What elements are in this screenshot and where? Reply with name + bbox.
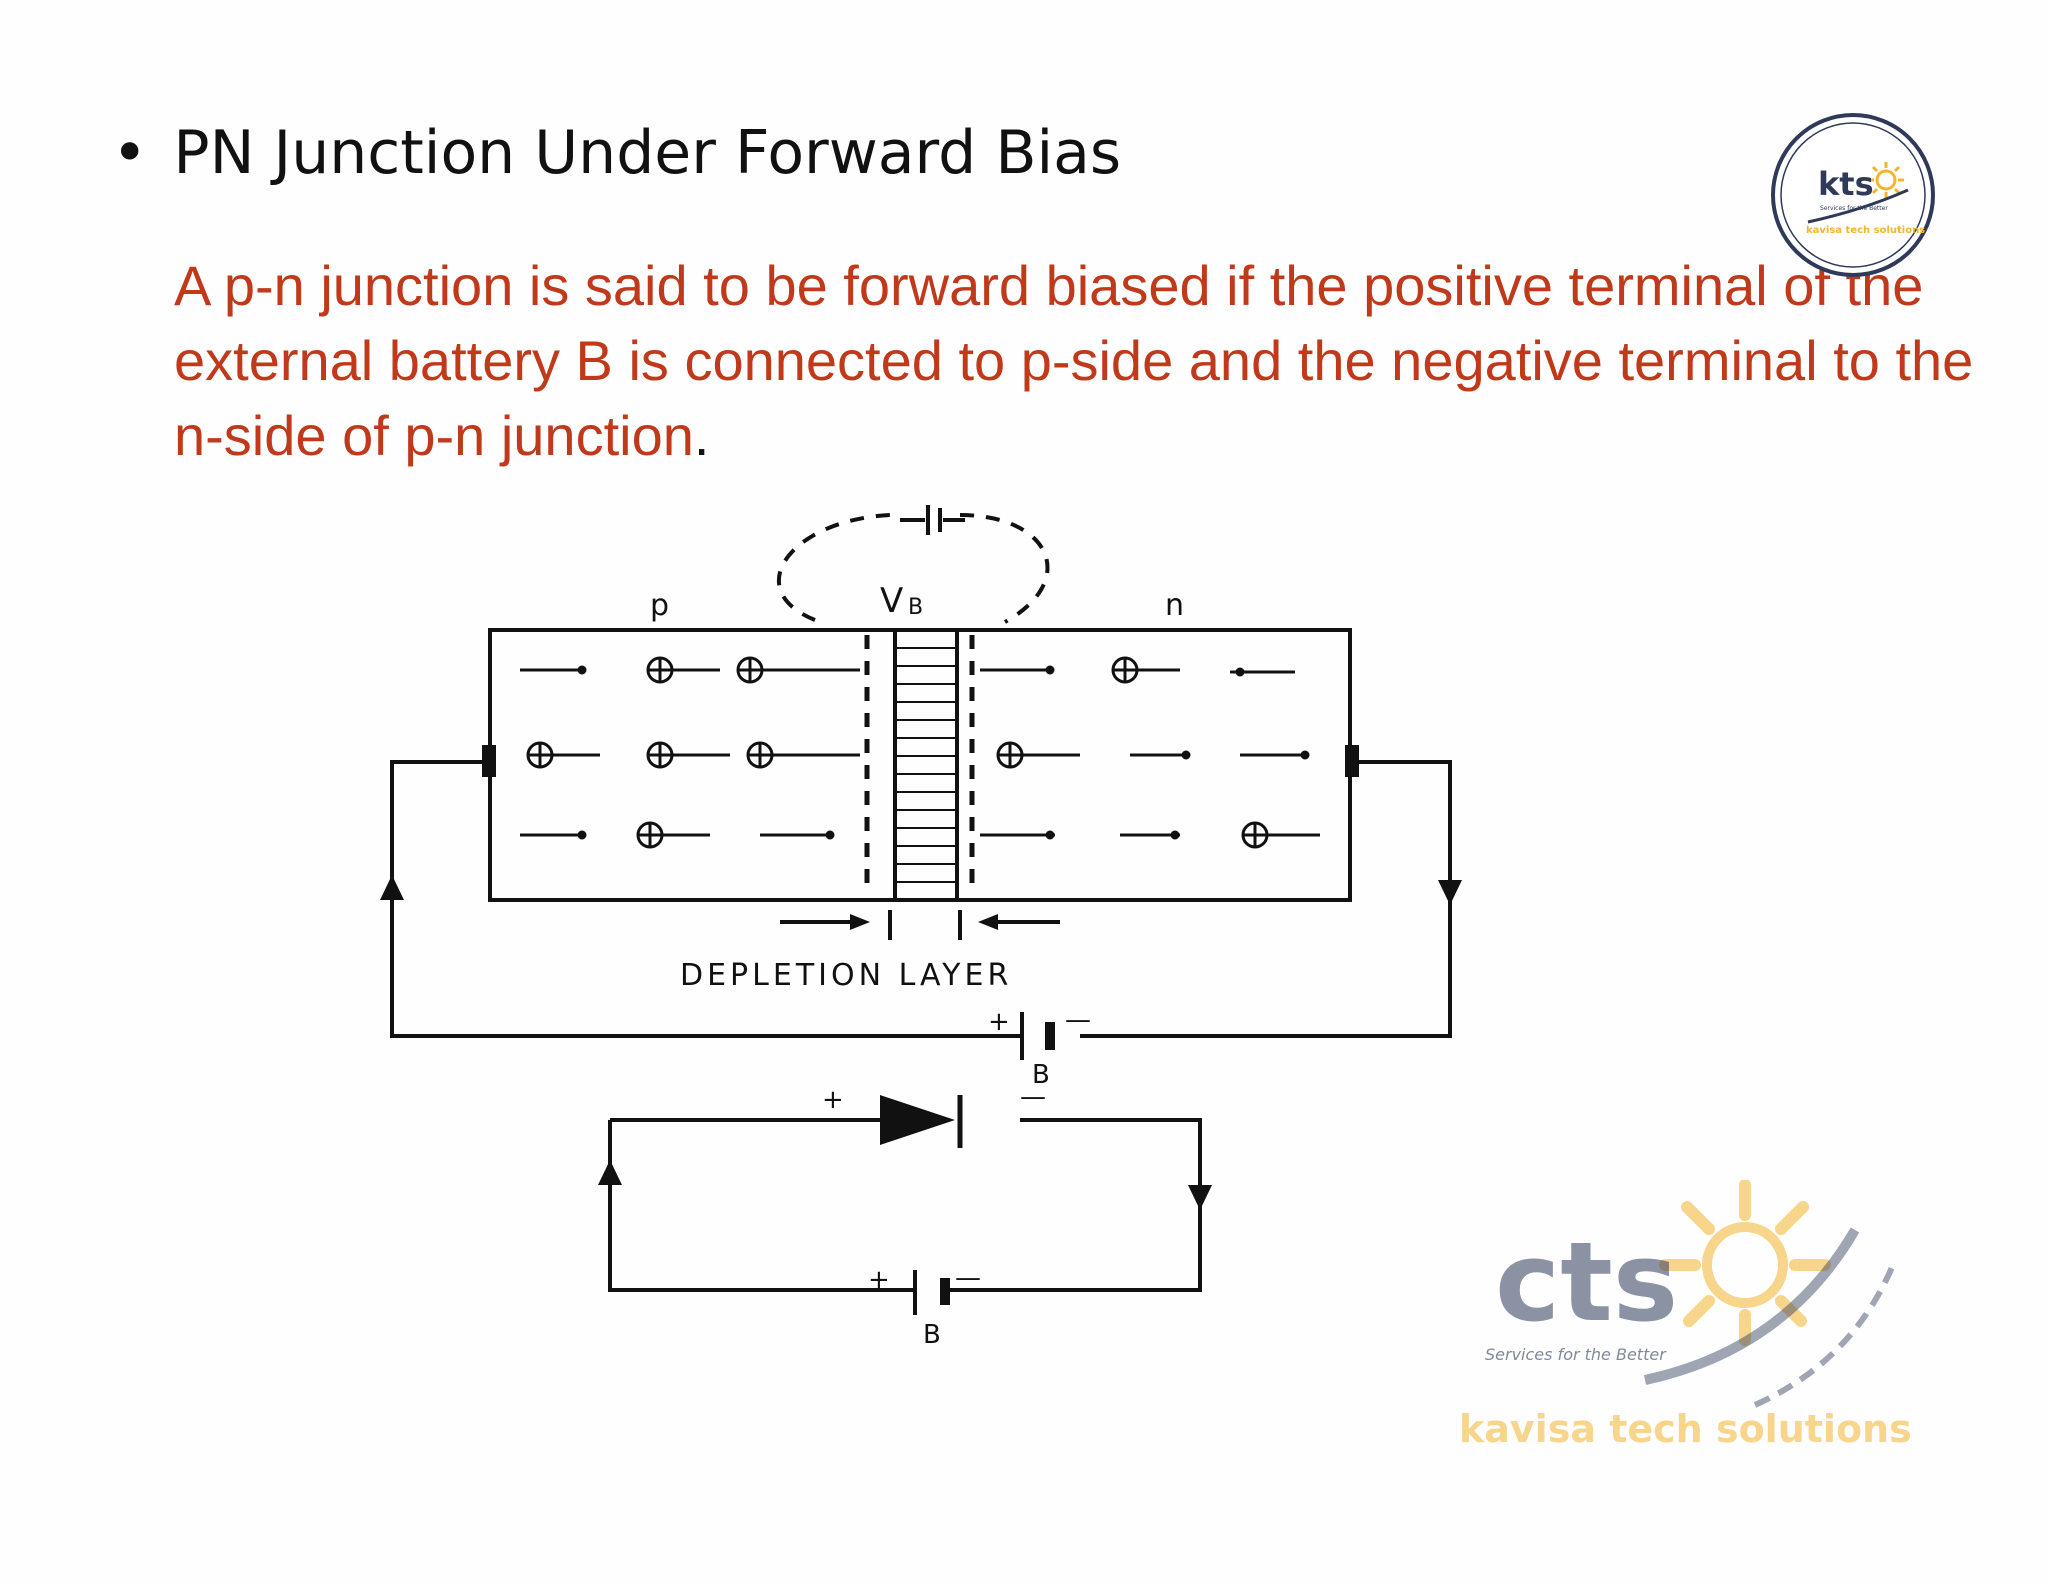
hole-symbol <box>736 656 860 684</box>
forward-bias-diagram: p n V B DEPLETION LAYER + — B + — + — B <box>380 505 1462 1350</box>
arrow-right-icon <box>850 914 870 930</box>
hole-symbol <box>1241 821 1320 849</box>
hole-symbol <box>646 741 730 769</box>
arrow-left-icon <box>978 914 998 930</box>
kts-corner-logo: kts Services for the Better kavisa tech … <box>1771 113 1935 277</box>
logo-road-icon <box>1807 188 1909 224</box>
battery-minus-sign: — <box>1065 1005 1091 1035</box>
hole-symbol <box>646 656 720 684</box>
watermark-road-lane-icon <box>1753 1258 1898 1408</box>
electron-arrow <box>1120 830 1180 840</box>
current-arrow-up-icon <box>380 875 404 900</box>
electron-arrow <box>980 665 1055 675</box>
watermark-name: kavisa tech solutions <box>1459 1407 1912 1451</box>
vb-subscript: B <box>908 595 923 620</box>
wire-bottom-right <box>950 1118 1202 1292</box>
pn-block <box>488 628 1352 902</box>
p-side-label: p <box>650 588 669 623</box>
slide-title: • PN Junction Under Forward Bias <box>112 118 1121 188</box>
corner-logo-name: kavisa tech solutions <box>1806 225 1925 236</box>
vb-dashed-arc <box>777 513 1050 624</box>
title-text: PN Junction Under Forward Bias <box>173 118 1122 188</box>
hole-symbol <box>996 741 1080 769</box>
watermark-road-icon <box>1643 1227 1860 1385</box>
electron-arrow <box>1230 667 1295 677</box>
battery2-minus-sign: — <box>955 1263 981 1293</box>
electron-arrow <box>520 830 587 840</box>
hole-symbol <box>526 741 600 769</box>
vb-battery-symbol <box>900 505 965 535</box>
depletion-layer-label: DEPLETION LAYER <box>680 958 1012 993</box>
sun-icon <box>1868 162 1904 198</box>
diode-symbol-icon <box>880 1095 955 1145</box>
electron-arrow <box>1240 750 1310 760</box>
hole-symbol <box>746 741 860 769</box>
battery2-label: B <box>923 1320 941 1350</box>
logo-ring <box>1771 113 1935 277</box>
kts-watermark-logo: cts Services for the Better kavisa tech … <box>1459 1180 1912 1451</box>
depletion-region <box>893 628 959 902</box>
electron-arrow <box>760 830 835 840</box>
depletion-width-arrows <box>780 910 1060 940</box>
paragraph-text: A p-n junction is said to be forward bia… <box>174 254 1974 467</box>
battery-symbol <box>1020 1012 1055 1060</box>
diode-minus-sign: — <box>1020 1082 1046 1112</box>
diode-plus-sign: + <box>822 1085 844 1115</box>
battery2-plus-sign: + <box>868 1265 890 1295</box>
contact-left <box>482 745 496 777</box>
watermark-tagline: Services for the Better <box>1485 1345 1667 1364</box>
current-arrow-down-icon <box>1438 880 1462 905</box>
electron-arrow <box>1130 750 1191 760</box>
current-arrow-down-icon <box>1188 1185 1212 1210</box>
n-side-label: n <box>1165 588 1184 623</box>
battery-label: B <box>1032 1060 1050 1090</box>
corner-logo-text: kts <box>1818 165 1874 203</box>
electron-arrow <box>520 665 587 675</box>
electron-arrow <box>980 830 1055 840</box>
watermark-text: cts <box>1495 1218 1678 1346</box>
current-arrow-up-icon <box>598 1160 622 1185</box>
watermark-sun-icon <box>1659 1180 1831 1346</box>
contact-right <box>1345 745 1359 777</box>
logo-inner-ring <box>1780 122 1926 268</box>
carriers <box>520 656 1320 849</box>
battery2-symbol <box>913 1270 950 1315</box>
hole-symbol <box>1111 656 1180 684</box>
hole-symbol <box>636 821 710 849</box>
battery-plus-sign: + <box>988 1007 1010 1037</box>
paragraph-period: . <box>693 404 710 467</box>
vb-label: V <box>880 581 903 621</box>
depletion-hatch <box>895 647 957 883</box>
definition-paragraph: A p-n junction is said to be forward bia… <box>174 248 1974 473</box>
bullet-glyph: • <box>112 118 148 188</box>
